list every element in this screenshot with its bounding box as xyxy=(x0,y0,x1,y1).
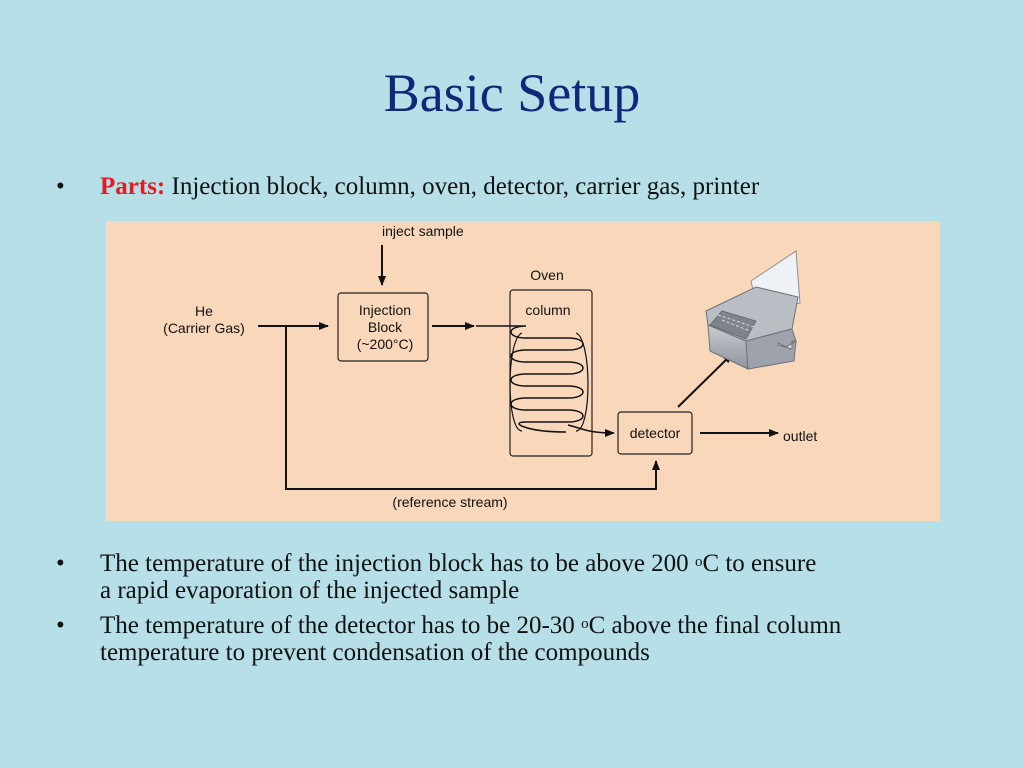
slide-title: Basic Setup xyxy=(383,63,641,123)
parts-list: Injection block, column, oven, detector,… xyxy=(165,173,760,200)
note-2-line-2: temperature to prevent condensation of t… xyxy=(100,639,650,666)
note-2-degree: o xyxy=(581,616,589,632)
detector-label: detector xyxy=(630,425,681,441)
bullet-marker: • xyxy=(56,612,65,639)
note-1-degree: o xyxy=(694,554,703,570)
note-1-text-a: The temperature of the injection block h… xyxy=(100,550,695,577)
detector-to-printer-arrow xyxy=(677,353,733,408)
note-1-text-b: C to ensure xyxy=(702,550,817,577)
parts-label: Parts: xyxy=(100,173,166,200)
block-label: Block xyxy=(368,319,403,335)
he-label: He xyxy=(195,303,213,319)
note-2-text-b: C above the final column xyxy=(588,612,842,639)
column-label: column xyxy=(525,302,570,318)
gc-diagram-svg: inject sample He (Carrier Gas) Injection… xyxy=(106,221,940,598)
bullet-marker: • xyxy=(56,173,65,200)
detector-box xyxy=(617,411,693,455)
oven-label: Oven xyxy=(530,267,563,283)
column-to-detector-arrow xyxy=(567,424,615,437)
carrier-gas-label: (Carrier Gas) xyxy=(163,320,245,336)
gc-diagram: inject sample He (Carrier Gas) Injection… xyxy=(106,221,940,598)
note-2-line-1: The temperature of the detector has to b… xyxy=(100,612,841,640)
inject-sample-label: inject sample xyxy=(382,223,464,239)
note-1-line-2: a rapid evaporation of the injected samp… xyxy=(100,577,520,604)
bullet-marker: • xyxy=(56,550,65,577)
diagram-background xyxy=(106,221,940,521)
parts-text: Parts: Injection block, column, oven, de… xyxy=(100,173,759,201)
column-coil-sides xyxy=(509,332,589,432)
printer-icon xyxy=(705,250,801,598)
column-coil xyxy=(476,325,584,433)
note-1-line-1: The temperature of the injection block h… xyxy=(100,550,816,578)
note-2-text-a: The temperature of the detector has to b… xyxy=(100,612,582,639)
outlet-label: outlet xyxy=(783,428,817,444)
reference-stream-line xyxy=(285,326,660,490)
injection-block-box xyxy=(337,292,429,362)
reference-stream-label: (reference stream) xyxy=(392,494,507,510)
temperature-label: (~200°C) xyxy=(357,336,414,352)
injection-label: Injection xyxy=(359,302,411,318)
